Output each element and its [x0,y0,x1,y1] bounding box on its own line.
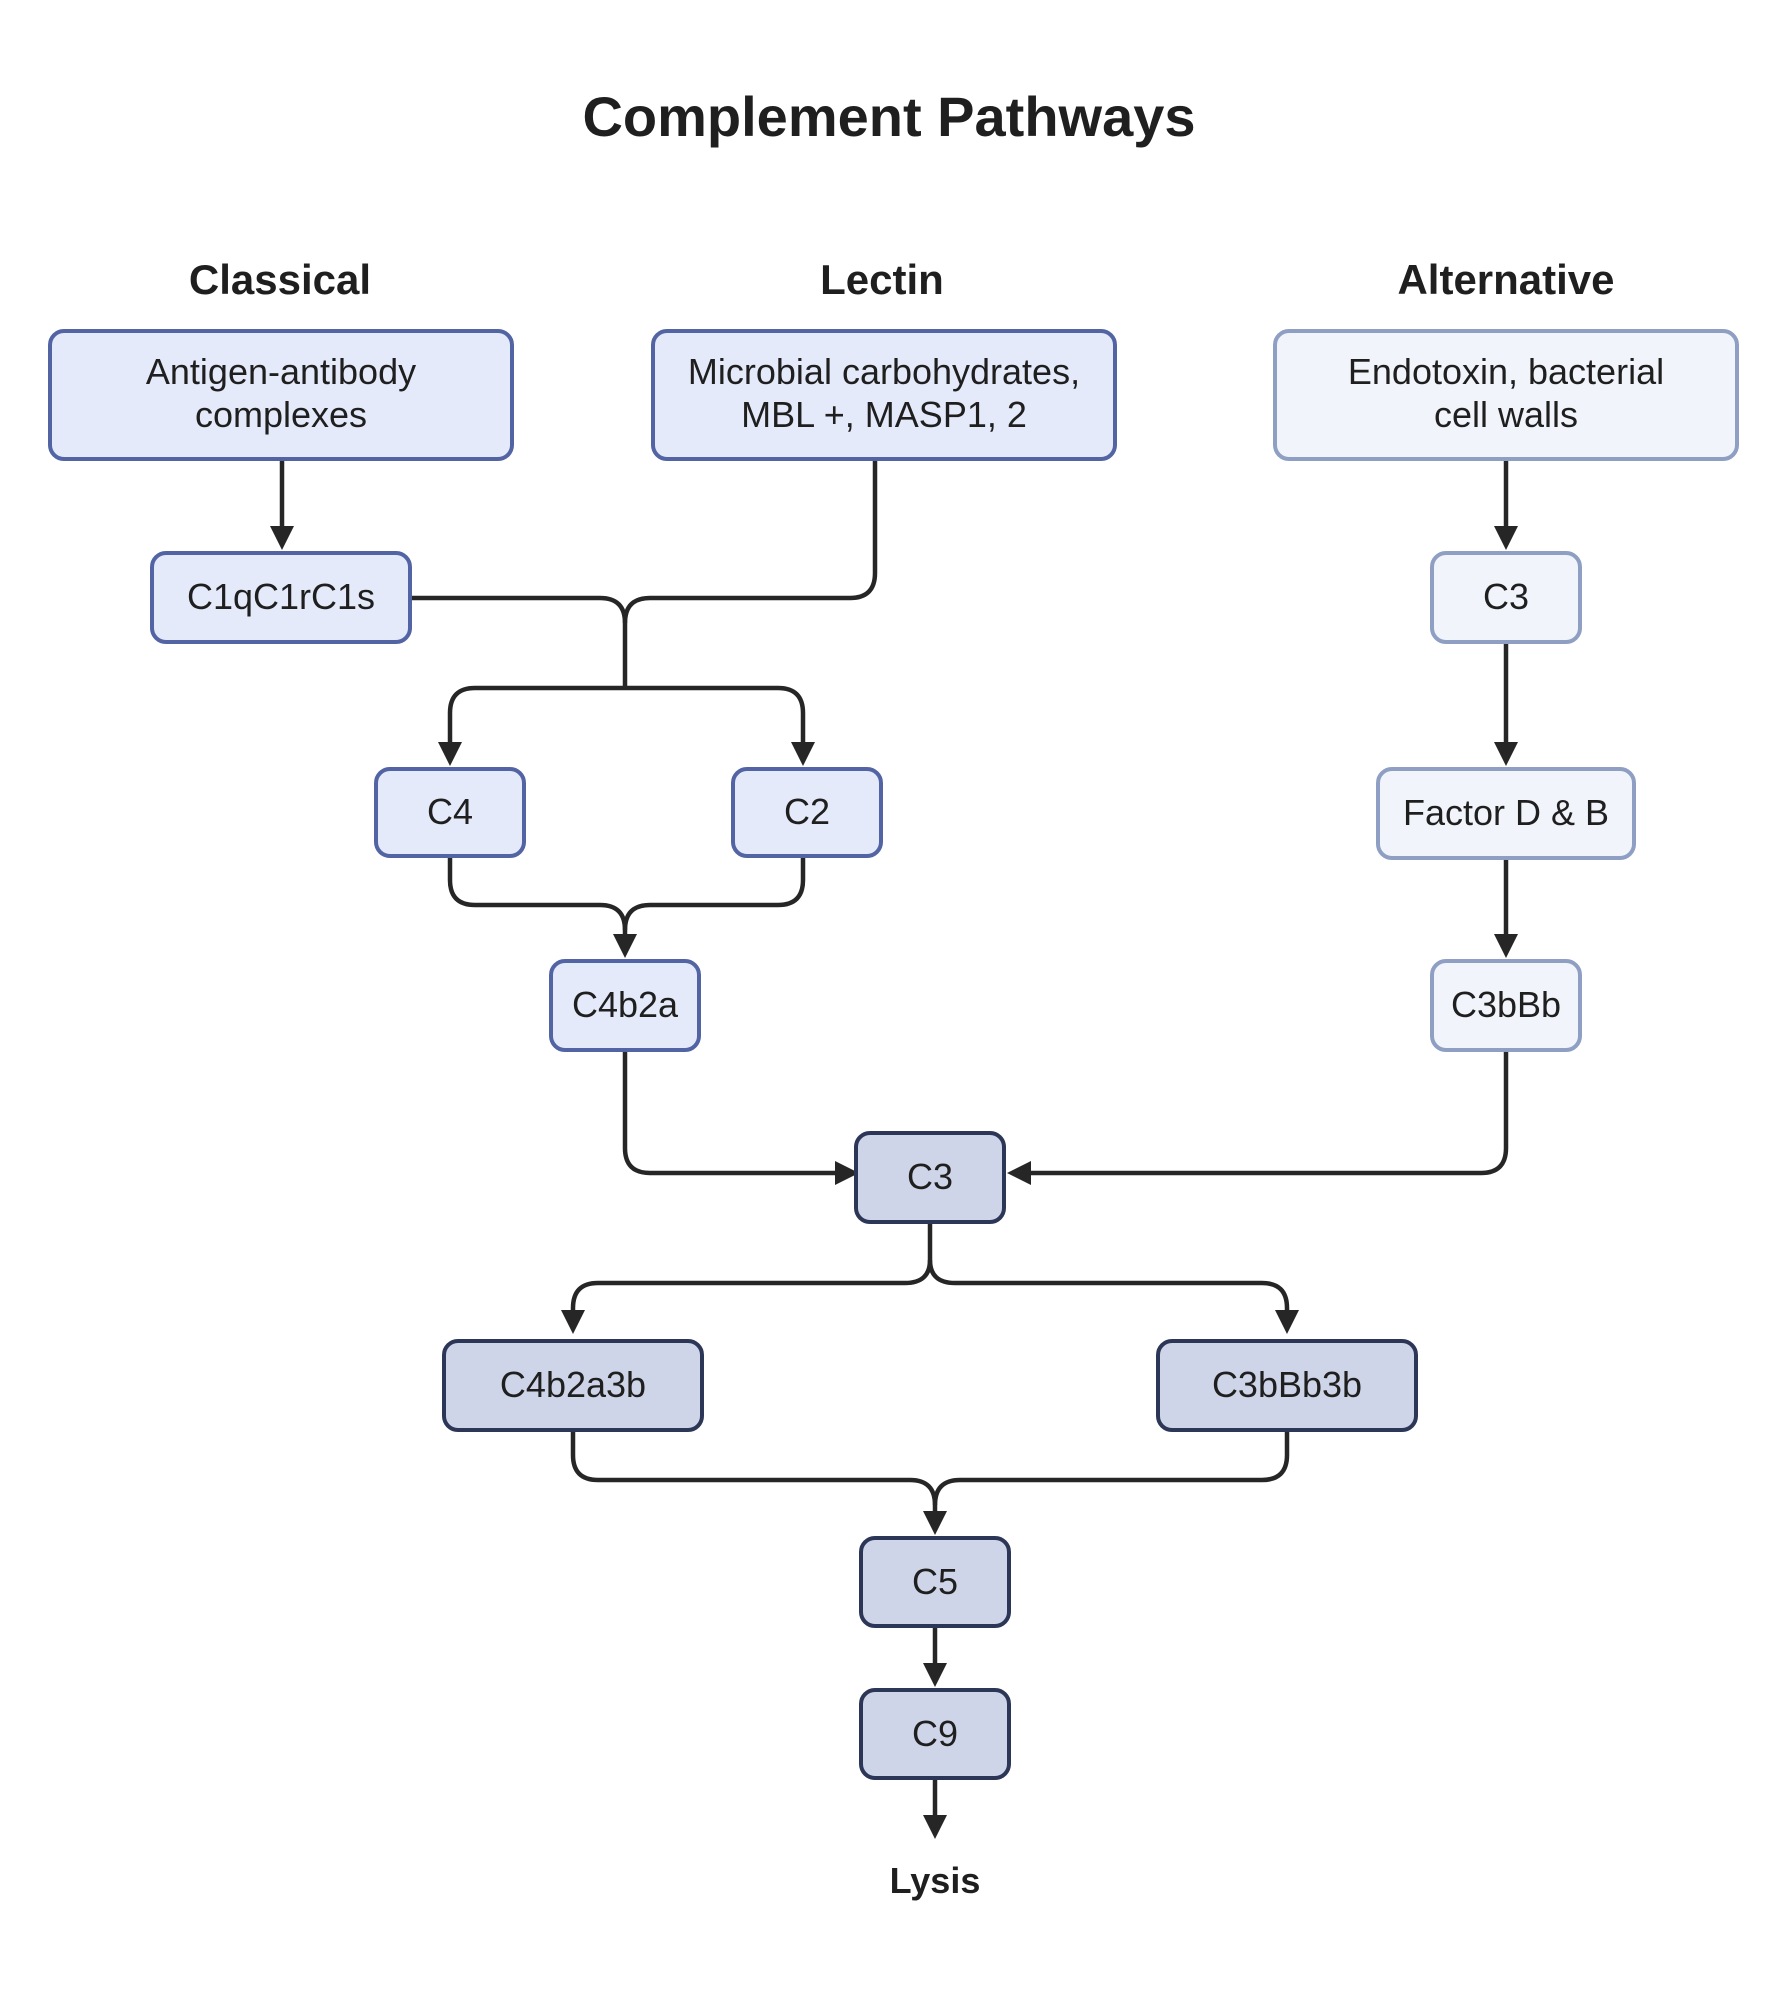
connector-c4-c2-to-c4b2a [447,856,628,935]
arrowhead-c2 [791,742,815,766]
node-microbial-carbohydrates-line2: MBL +, MASP1, 2 [741,394,1027,435]
node-microbial-carbohydrates-line1: Microbial carbohydrates, [688,351,1080,392]
node-c9: C9 [859,1688,1011,1780]
node-factor-d-b-label: Factor D & B [1403,792,1609,833]
node-c2-label: C2 [784,791,830,832]
connector-c4b2a-to-c3 [622,1050,836,1176]
diagram-title: Complement Pathways [582,85,1195,148]
arrowhead-c4b2a3b [561,1310,585,1334]
column-heading-lectin: Lectin [820,256,944,303]
node-c9-label: C9 [912,1713,958,1754]
arrowhead-c4b2a [613,934,637,958]
arrowhead-c9 [923,1663,947,1687]
node-microbial-carbohydrates: Microbial carbohydrates, MBL +, MASP1, 2 [651,329,1117,461]
arrowhead-c3-left [835,1161,859,1185]
arrowhead-lysis [923,1815,947,1839]
node-endotoxin-line1: Endotoxin, bacterial [1348,351,1664,392]
node-c3-central: C3 [854,1131,1006,1224]
arrowhead-c3-alt [1494,526,1518,550]
arrowhead-c3bbb [1494,934,1518,958]
node-antigen-antibody-line2: complexes [195,394,367,435]
arrowhead-c3bbb3b [1275,1310,1299,1334]
node-c1qc1rc1s: C1qC1rC1s [150,551,412,644]
connector-c3bbb3b-to-c5 [932,1430,1290,1506]
arrowhead-c1 [270,526,294,550]
node-c4b2a: C4b2a [549,959,701,1052]
arrowhead-c5 [923,1511,947,1535]
connectors [270,459,1518,1839]
column-heading-classical: Classical [189,256,371,303]
connector-c3-to-c4b2a3b [570,1222,933,1311]
connector-c3-to-c3bbb3b [927,1259,1290,1311]
connector-c1-to-junction [410,595,628,688]
node-c3-alternative: C3 [1430,551,1582,644]
node-antigen-antibody-complexes: Antigen-antibody complexes [48,329,514,461]
connector-lectin-to-junction [622,459,878,624]
connector-c4b2a3b-to-c5 [570,1430,938,1512]
arrowhead-factor-d-b [1494,742,1518,766]
node-c3-central-label: C3 [907,1156,953,1197]
connector-split-to-c4-c2 [447,685,806,743]
column-heading-alternative: Alternative [1397,256,1614,303]
node-c2: C2 [731,767,883,858]
node-c4b2a3b-label: C4b2a3b [500,1364,646,1405]
node-c3-alternative-label: C3 [1483,576,1529,617]
node-c4b2a3b: C4b2a3b [442,1339,704,1432]
node-c1qc1rc1s-label: C1qC1rC1s [187,576,375,617]
arrowhead-c4 [438,742,462,766]
node-c3bbb3b: C3bBb3b [1156,1339,1418,1432]
arrowhead-c3-right [1007,1161,1031,1185]
node-factor-d-b: Factor D & B [1376,767,1636,860]
node-c3bbb3b-label: C3bBb3b [1212,1364,1362,1405]
connector-c2-merge [622,856,806,931]
node-c5: C5 [859,1536,1011,1628]
node-c4-label: C4 [427,791,473,832]
outcome-lysis: Lysis [890,1860,981,1901]
node-c4: C4 [374,767,526,858]
node-endotoxin-bacterial-cell-walls: Endotoxin, bacterial cell walls [1273,329,1739,461]
node-c4b2a-label: C4b2a [572,984,679,1025]
node-antigen-antibody-line1: Antigen-antibody [146,351,416,392]
connector-c3bbb-to-c3 [1030,1050,1509,1176]
node-c3bbb: C3bBb [1430,959,1582,1052]
node-c5-label: C5 [912,1561,958,1602]
node-endotoxin-line2: cell walls [1434,394,1578,435]
node-c3bbb-label: C3bBb [1451,984,1561,1025]
